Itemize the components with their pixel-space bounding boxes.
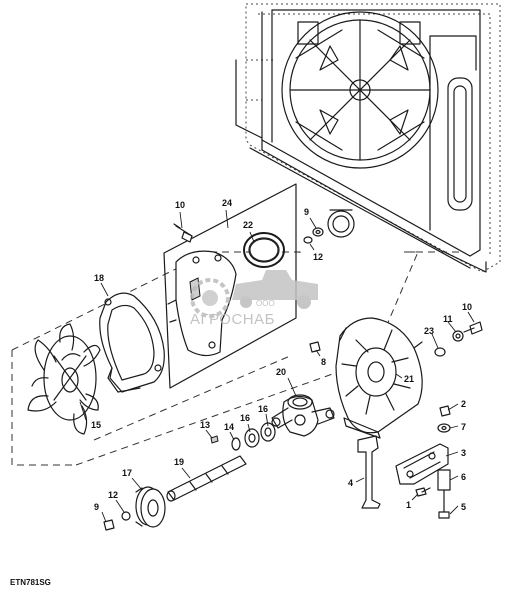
callout-9-top: 9	[304, 207, 309, 217]
callout-14: 14	[224, 422, 234, 432]
fasteners	[103, 223, 483, 531]
callout-10-right: 10	[462, 302, 472, 312]
callout-19: 19	[174, 457, 184, 467]
radiator-frame	[235, 3, 501, 273]
watermark-prefix: ООО	[256, 299, 275, 308]
bracket-plate	[395, 443, 449, 485]
callout-6: 6	[461, 472, 466, 482]
callout-21: 21	[404, 374, 414, 384]
callout-8: 8	[321, 357, 326, 367]
fan-drive-housing	[335, 317, 423, 439]
callout-10-top: 10	[175, 200, 185, 210]
seal-ring	[243, 232, 285, 268]
callout-4: 4	[348, 478, 353, 488]
callout-5: 5	[461, 502, 466, 512]
cooling-fan	[27, 323, 101, 435]
callout-labels: 10 24 22 9 12 18 15 8 23 11 10 21 20 13 …	[91, 198, 472, 512]
callout-12-bottom: 12	[108, 490, 118, 500]
callout-18: 18	[94, 273, 104, 283]
callout-22: 22	[243, 220, 253, 230]
callout-11: 11	[443, 314, 453, 324]
callout-9-bottom: 9	[94, 502, 99, 512]
figure-id-label: ETN781SG	[10, 578, 51, 587]
callout-16-left: 16	[240, 413, 250, 423]
callout-23: 23	[424, 326, 434, 336]
watermark-company: АГРОСНАБ	[190, 311, 275, 328]
callout-2: 2	[461, 399, 466, 409]
shaft-bearings	[210, 422, 276, 451]
callout-1: 1	[406, 500, 411, 510]
callout-13: 13	[200, 420, 210, 430]
callout-20: 20	[276, 367, 286, 377]
callout-24: 24	[222, 198, 232, 208]
fan-spacer-ring	[99, 292, 165, 393]
fan-pulley	[135, 486, 166, 528]
callout-15: 15	[91, 420, 101, 430]
callout-7: 7	[461, 422, 466, 432]
mounting-bracket	[357, 435, 381, 509]
drive-shaft	[166, 455, 247, 502]
agrosnab-watermark: ООО АГРОСНАБ	[190, 270, 318, 328]
callout-16-right: 16	[258, 404, 268, 414]
callout-12-top: 12	[313, 252, 323, 262]
leader-lines	[79, 209, 475, 523]
callout-17: 17	[122, 468, 132, 478]
water-pump	[271, 394, 335, 437]
callout-3: 3	[461, 448, 466, 458]
